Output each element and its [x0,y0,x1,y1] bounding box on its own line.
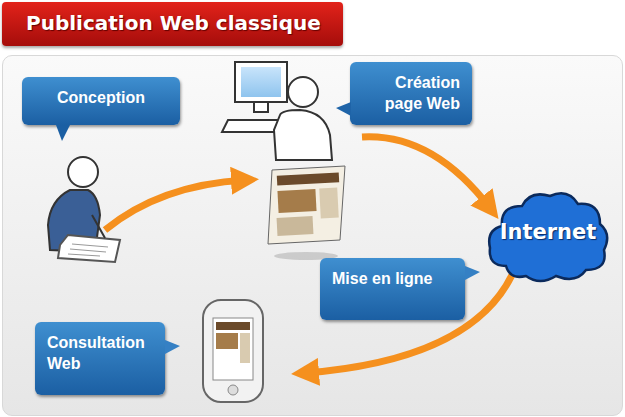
phone [203,300,263,402]
flow-arrow [362,137,490,208]
title-text: Publication Web classique [2,2,343,35]
callout-box: Consultation Web [35,322,165,395]
callout-box: Conception [22,77,180,125]
callout-box: Mise en ligne [320,258,465,320]
web-page [268,166,345,260]
node-text: Conception [34,87,168,108]
callout-tail [465,266,480,280]
callout-tail [56,125,70,141]
node-text: Mise en ligne [332,268,453,289]
title-banner: Publication Web classique [2,2,343,46]
callout-tail [336,102,351,116]
node-text: Création page Web [362,72,460,114]
designer-figure [222,62,332,160]
cloud-shape: Internet [484,186,612,286]
flow-arrow [105,180,245,230]
node-text: Internet [484,220,612,244]
callout-tail [165,340,180,354]
writer-figure [48,157,120,262]
node-text: Consultation Web [47,332,153,374]
callout-box: Création page Web [350,62,472,125]
